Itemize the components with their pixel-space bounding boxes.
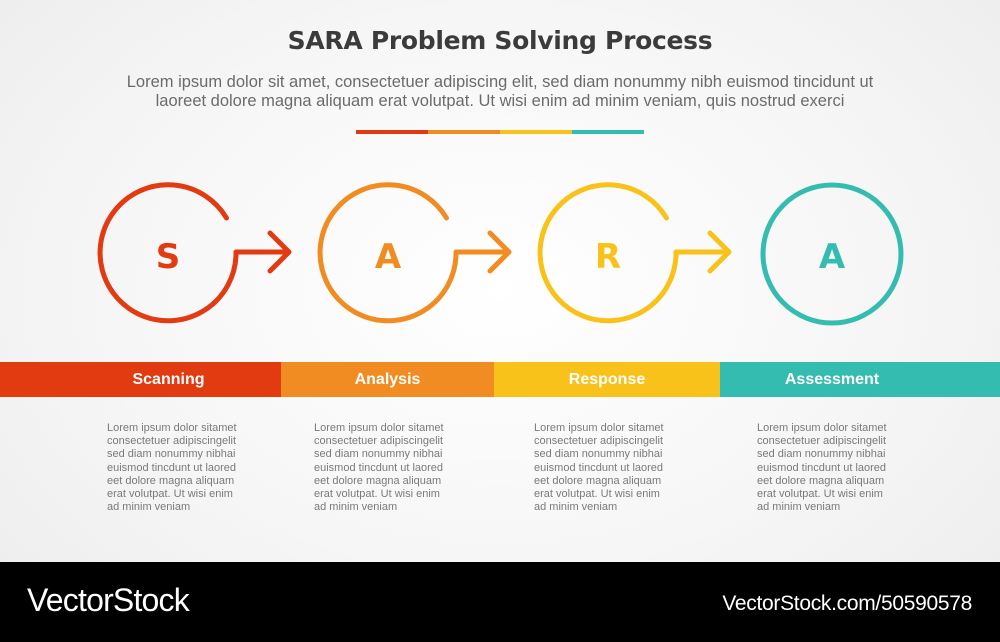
description-line: sed diam nonummy nibhai bbox=[107, 448, 236, 461]
description-line: erat volutpat. Ut wisi enim bbox=[757, 488, 883, 501]
description-line: Lorem ipsum dolor sitamet bbox=[107, 422, 237, 434]
step-label-response: Response bbox=[568, 370, 646, 388]
watermark-footer: VectorStock VectorStock.com/50590578 bbox=[0, 562, 1000, 642]
step-description-scanning: Lorem ipsum dolor sitamet consectetuer a… bbox=[107, 422, 267, 514]
step-letter-a: A bbox=[375, 237, 402, 277]
page-title: SARA Problem Solving Process bbox=[287, 26, 713, 55]
description-line: erat volutpat. Ut wisi enim bbox=[534, 488, 660, 501]
title-color-underline bbox=[356, 130, 644, 134]
step-circle-scanning bbox=[97, 182, 292, 324]
description-line: eet dolore magna aliquam bbox=[757, 474, 885, 487]
page-subtitle: Lorem ipsum dolor sit amet, consectetuer… bbox=[60, 73, 940, 111]
description-line: eet dolore magna aliquam bbox=[534, 474, 662, 487]
underline-segment-assessment bbox=[572, 130, 644, 134]
brand-logo: VectorStock bbox=[27, 582, 190, 618]
description-line: Lorem ipsum dolor sitamet bbox=[534, 422, 664, 434]
step-circle-analysis bbox=[317, 182, 512, 324]
step-description-assessment: Lorem ipsum dolor sitamet consectetuer a… bbox=[757, 422, 917, 514]
description-line: consectetuer adipiscingelit bbox=[534, 435, 664, 448]
arrow-right-icon bbox=[453, 230, 512, 274]
description-line: ad minim veniam bbox=[314, 501, 398, 514]
open-circle-icon bbox=[317, 182, 459, 324]
step-circle-assessment bbox=[760, 182, 904, 326]
subtitle-line-2: laoreet dolore magna aliquam erat volutp… bbox=[155, 92, 845, 110]
description-line: consectetuer adipiscingelit bbox=[757, 435, 887, 448]
description-line: erat volutpat. Ut wisi enim bbox=[314, 488, 440, 501]
step-letter-r: R bbox=[595, 237, 621, 277]
image-url: VectorStock.com/50590578 bbox=[722, 592, 972, 615]
underline-segment-scanning bbox=[356, 130, 428, 134]
description-line: Lorem ipsum dolor sitamet bbox=[314, 422, 444, 434]
arrow-right-icon bbox=[673, 230, 732, 274]
step-description-response: Lorem ipsum dolor sitamet consectetuer a… bbox=[534, 422, 694, 514]
step-label-analysis: Analysis bbox=[354, 370, 421, 388]
description-line: Lorem ipsum dolor sitamet bbox=[757, 422, 887, 434]
step-letter-a-assessment: A bbox=[819, 237, 846, 277]
open-circle-icon bbox=[97, 182, 239, 324]
description-line: ad minim veniam bbox=[534, 501, 618, 514]
description-line: euismod tincdunt ut laored bbox=[314, 461, 444, 474]
sara-circles-diagram: S A R A bbox=[97, 182, 904, 326]
description-line: euismod tincdunt ut laored bbox=[107, 461, 237, 474]
description-line: eet dolore magna aliquam bbox=[107, 474, 235, 487]
label-bar-scanning: Scanning bbox=[0, 362, 281, 397]
description-line: euismod tincdunt ut laored bbox=[757, 461, 887, 474]
subtitle-line-1: Lorem ipsum dolor sit amet, consectetuer… bbox=[126, 73, 874, 91]
description-line: ad minim veniam bbox=[107, 501, 191, 514]
open-circle-icon bbox=[537, 182, 679, 324]
description-line: sed diam nonummy nibhai bbox=[757, 448, 886, 461]
label-bar-assessment: Assessment bbox=[720, 362, 1000, 397]
step-label-scanning: Scanning bbox=[132, 370, 205, 388]
step-description-analysis: Lorem ipsum dolor sitamet consectetuer a… bbox=[314, 422, 474, 514]
step-circle-response bbox=[537, 182, 732, 324]
step-letter-s: S bbox=[156, 237, 181, 277]
label-bar-response: Response bbox=[494, 362, 720, 397]
description-line: sed diam nonummy nibhai bbox=[314, 448, 443, 461]
description-line: euismod tincdunt ut laored bbox=[534, 461, 664, 474]
description-line: ad minim veniam bbox=[757, 501, 841, 514]
label-bar-analysis: Analysis bbox=[281, 362, 494, 397]
description-line: erat volutpat. Ut wisi enim bbox=[107, 488, 233, 501]
description-line: sed diam nonummy nibhai bbox=[534, 448, 663, 461]
arrow-right-icon bbox=[233, 230, 292, 274]
step-label-assessment: Assessment bbox=[784, 370, 880, 388]
closed-circle-icon bbox=[760, 182, 904, 326]
underline-segment-analysis bbox=[428, 130, 500, 134]
description-line: consectetuer adipiscingelit bbox=[314, 435, 444, 448]
underline-segment-response bbox=[500, 130, 572, 134]
description-line: eet dolore magna aliquam bbox=[314, 474, 442, 487]
description-line: consectetuer adipiscingelit bbox=[107, 435, 237, 448]
